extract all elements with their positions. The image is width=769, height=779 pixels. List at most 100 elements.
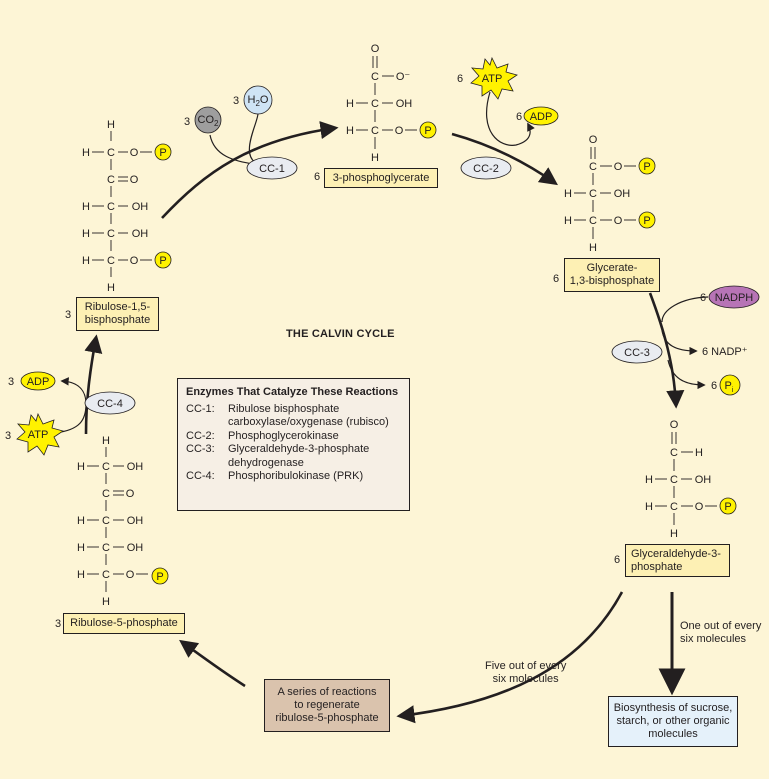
svg-text:H: H — [695, 447, 703, 459]
diagram-title: THE CALVIN CYCLE — [286, 328, 395, 340]
arrow-pga-to-bpg — [451, 132, 558, 186]
svg-text:C: C — [107, 174, 115, 186]
svg-text:C: C — [371, 125, 379, 137]
nadph-count: 6 — [700, 292, 706, 304]
rubp-line2: bisphosphate — [84, 314, 151, 326]
enzyme-tag-cc2: CC-2 — [473, 163, 499, 175]
svg-text:P: P — [424, 125, 431, 137]
atp-starburst-cc4 — [16, 412, 64, 456]
atp-cc4-label: ATP — [28, 429, 49, 441]
atp-cc2-count: 6 — [457, 73, 463, 85]
bpg-count: 6 — [553, 273, 560, 285]
enzyme-oval-cc4 — [84, 391, 136, 415]
svg-text:H: H — [371, 152, 379, 164]
arrow-g3p-to-regen — [396, 591, 624, 724]
ru5p-name: Ribulose-5-phosphate — [70, 617, 178, 629]
enzyme-name: Phosphoribulokinase (PRK) — [228, 470, 364, 482]
enzyme-code: CC-4: — [186, 470, 215, 482]
enzyme-code: CC-1: — [186, 402, 215, 415]
svg-text:H: H — [82, 147, 90, 159]
svg-text:C: C — [371, 98, 379, 110]
ru5p-count: 3 — [55, 618, 62, 630]
enzyme-name: Glyceraldehyde-3-phosphate — [228, 443, 370, 455]
svg-text:O: O — [371, 43, 380, 55]
svg-text:P: P — [643, 215, 650, 227]
nadph-pill — [708, 285, 760, 309]
biosynth-line1: Biosynthesis of sucrose, — [613, 702, 733, 714]
svg-text:H: H — [77, 569, 85, 581]
svg-text:H: H — [589, 242, 597, 254]
label-biosynthesis: Biosynthesis of sucrose, starch, or othe… — [608, 696, 738, 747]
g3p-line1: Glyceraldehyde-3- — [631, 547, 721, 560]
svg-text:C: C — [102, 569, 110, 581]
svg-text:C: C — [670, 447, 678, 459]
adp-pill-cc2 — [523, 106, 559, 126]
svg-text:O: O — [130, 147, 139, 159]
arrow-rubp-to-pga — [161, 121, 339, 219]
enzyme-name-cont: dehydrogenase — [228, 456, 304, 469]
adp-cc2-count: 6 — [516, 111, 522, 123]
svg-text:C: C — [670, 501, 678, 513]
svg-text:P: P — [159, 147, 166, 159]
note-one-line1: One out of every — [680, 620, 762, 632]
rubp-count: 3 — [65, 309, 72, 321]
arrow-atp-adp-cc4 — [54, 377, 87, 434]
nadp-label: 6 NADP⁺ — [702, 346, 748, 358]
arrow-bpg-to-g3p — [648, 292, 685, 409]
svg-text:O: O — [126, 569, 135, 581]
pga-count: 6 — [314, 171, 321, 183]
svg-text:OH: OH — [614, 188, 631, 200]
biosynth-line2: starch, or other organic — [616, 715, 730, 727]
svg-text:H: H — [102, 435, 110, 447]
svg-text:H: H — [346, 98, 354, 110]
svg-text:P: P — [643, 161, 650, 173]
arrow-pi-out — [667, 359, 706, 390]
biosynth-line3: molecules — [648, 728, 698, 740]
svg-text:C: C — [371, 71, 379, 83]
label-pga: 3-phosphoglycerate — [324, 168, 438, 188]
svg-text:OH: OH — [396, 98, 413, 110]
pi-count: 6 — [711, 380, 717, 392]
svg-text:O: O — [614, 215, 623, 227]
enzyme-code: CC-2: — [186, 429, 215, 442]
note-one-of-six: One out of every six molecules — [680, 620, 761, 646]
svg-text:OH: OH — [127, 542, 144, 554]
enzyme-name-cont: carboxylase/oxygenase (rubisco) — [228, 416, 389, 428]
enzyme-oval-cc1 — [246, 156, 298, 180]
svg-text:P: P — [159, 255, 166, 267]
enzyme-code: CC-3: — [186, 443, 215, 455]
structure-bpg: O C O P H C OH H C O P H — [564, 134, 656, 254]
svg-text:H: H — [77, 461, 85, 473]
svg-text:H: H — [82, 228, 90, 240]
atp-starburst-cc2 — [470, 56, 518, 100]
label-g3p: Glyceraldehyde-3- phosphate — [625, 544, 730, 577]
svg-text:C: C — [102, 461, 110, 473]
svg-text:C: C — [102, 488, 110, 500]
svg-text:H: H — [564, 215, 572, 227]
svg-text:O: O — [695, 501, 704, 513]
enzyme-row-cc4: CC-4: Phosphoribulokinase (PRK) — [186, 470, 401, 484]
pi-label: Pi — [725, 380, 734, 394]
svg-text:H: H — [564, 188, 572, 200]
svg-text:O: O — [589, 134, 598, 146]
svg-text:H: H — [82, 255, 90, 267]
svg-text:OH: OH — [127, 515, 144, 527]
svg-text:O: O — [395, 125, 404, 137]
svg-text:H: H — [346, 125, 354, 137]
enzyme-name: Ribulose bisphosphate — [228, 402, 340, 415]
arrow-nadph-in — [661, 296, 709, 323]
h2o-count: 3 — [233, 95, 239, 107]
svg-text:C: C — [102, 515, 110, 527]
structure-rubp: H H C O P C O H C OH H C OH H C O P — [82, 119, 172, 294]
enzyme-tag-cc4: CC-4 — [97, 398, 123, 410]
svg-text:H: H — [670, 528, 678, 540]
svg-text:H: H — [107, 119, 115, 131]
enzyme-tag-cc1: CC-1 — [259, 163, 285, 175]
regen-line3: ribulose-5-phosphate — [275, 712, 379, 724]
svg-text:C: C — [107, 147, 115, 159]
co2-bubble — [194, 106, 222, 134]
enzyme-oval-cc3 — [611, 340, 663, 364]
